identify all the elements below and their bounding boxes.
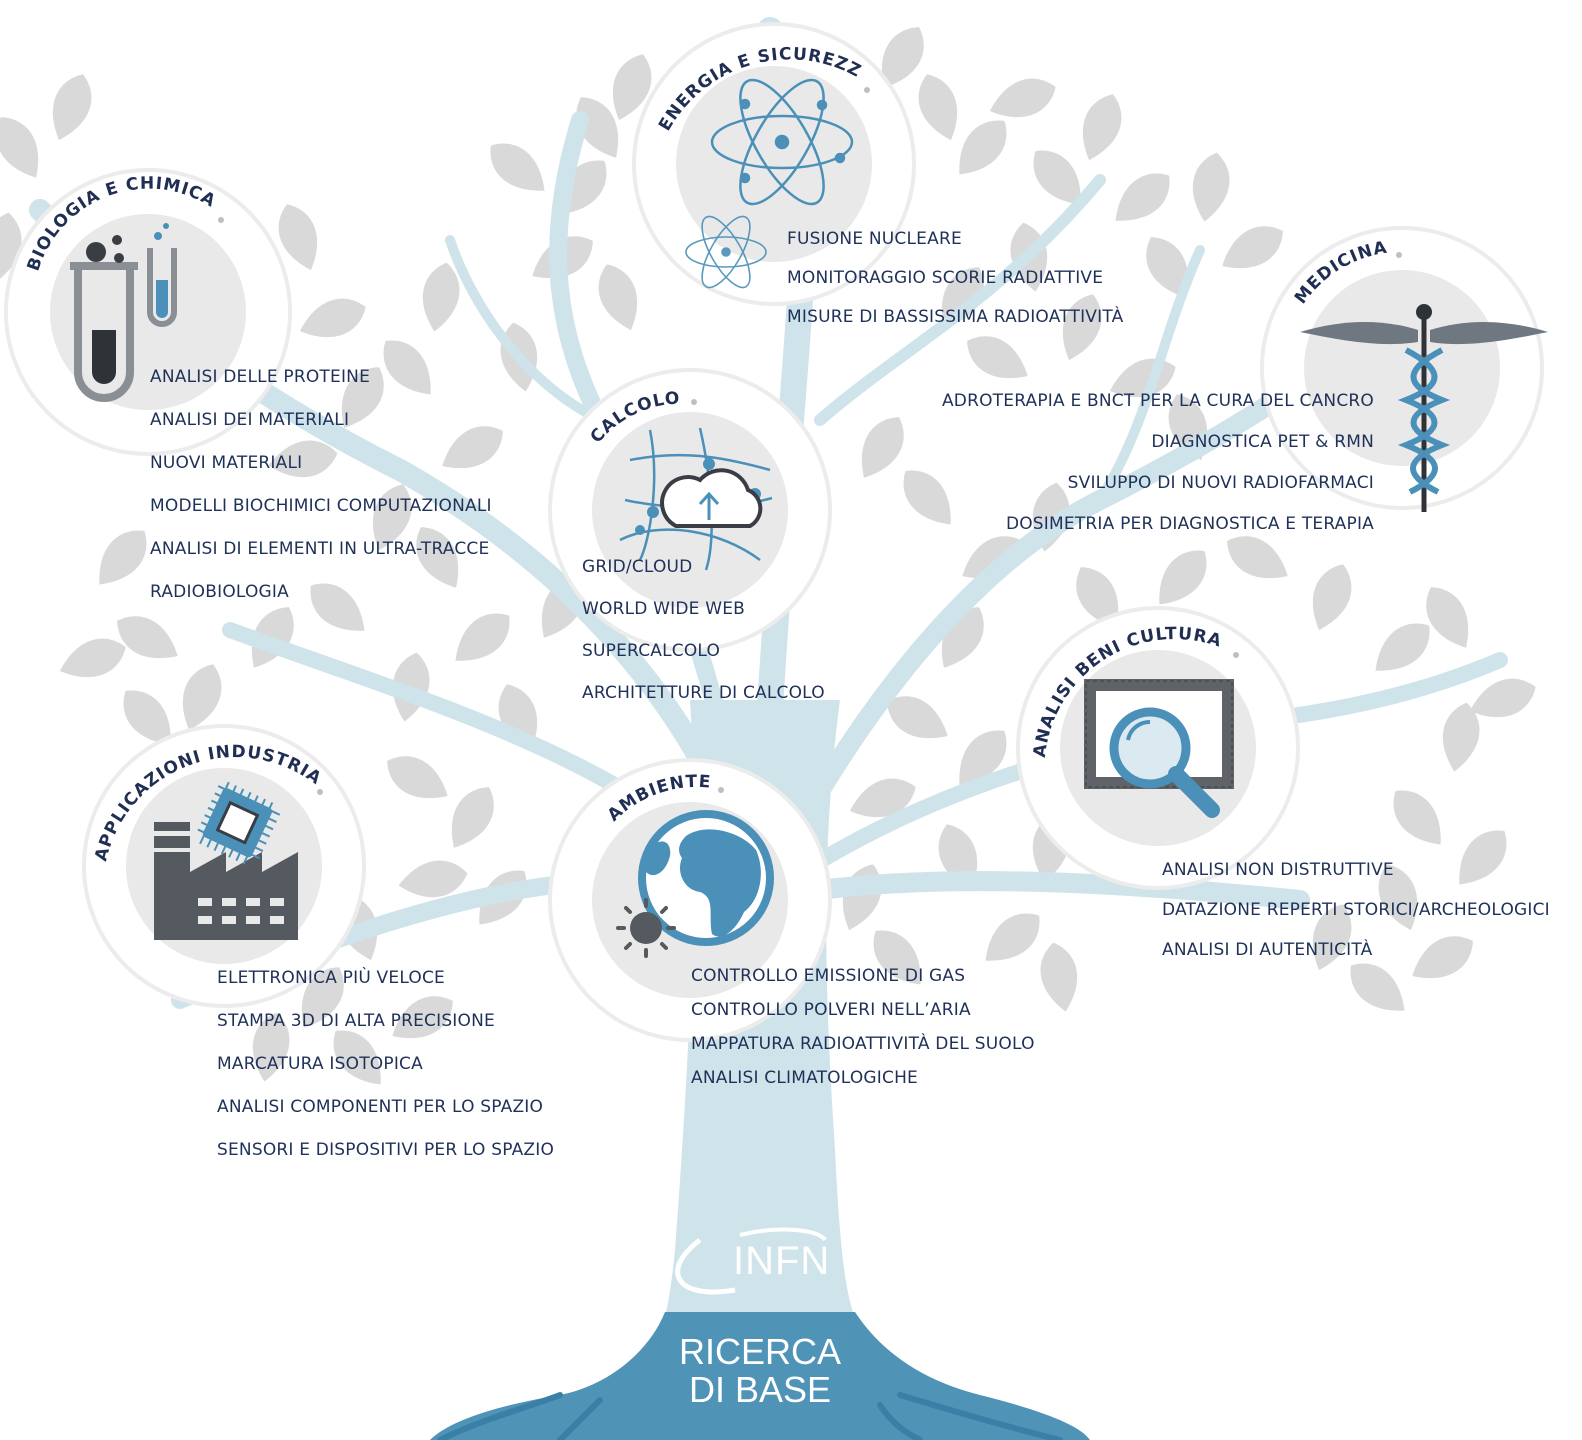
leaf bbox=[85, 519, 159, 597]
atom-icon bbox=[710, 78, 854, 206]
leaf bbox=[1072, 88, 1130, 167]
leaf bbox=[983, 70, 1062, 128]
list-beni: ANALISI NON DISTRUTTIVE DATAZIONE REPERTI… bbox=[1162, 850, 1550, 970]
list-item: MONITORAGGIO SCORIE RADIATTIVE bbox=[787, 268, 1104, 288]
small-atom-icon bbox=[685, 215, 767, 289]
root-label: RICERCA DI BASE bbox=[660, 1333, 860, 1409]
list-item: MARCATURA ISOTOPICA bbox=[217, 1054, 423, 1074]
list-item: DOSIMETRIA PER DIAGNOSTICA E TERAPIA bbox=[1005, 514, 1374, 534]
list-item: ANALISI DELLE PROTEINE bbox=[150, 367, 371, 387]
test-tubes-icon bbox=[70, 223, 177, 402]
list-item: MODELLI BIOCHIMICI COMPUTAZIONALI bbox=[150, 496, 492, 516]
list-item: NUOVI MATERIALI bbox=[150, 453, 303, 473]
leaf bbox=[1363, 611, 1441, 685]
leaf bbox=[108, 605, 187, 672]
list-item: STAMPA 3D DI ALTA PRECISIONE bbox=[217, 1011, 495, 1031]
list-item: MAPPATURA RADIOATTIVITÀ DEL SUOLO bbox=[691, 1034, 1035, 1054]
root-line-2: DI BASE bbox=[688, 1369, 832, 1410]
leaf bbox=[438, 778, 505, 857]
list-biologia: ANALISI DELLE PROTEINE ANALISI DEI MATERI… bbox=[150, 356, 492, 614]
list-item: ARCHITETTURE DI CALCOLO bbox=[582, 683, 825, 703]
list-item: CONTROLLO POLVERI NELL’ARIA bbox=[691, 1000, 971, 1020]
list-item: SENSORI E DISPOSITIVI PER LO SPAZIO bbox=[217, 1140, 555, 1160]
caduceus-icon bbox=[1300, 304, 1548, 512]
list-item: ANALISI NON DISTRUTTIVE bbox=[1162, 860, 1394, 880]
list-item: ANALISI COMPONENTI PER LO SPAZIO bbox=[217, 1097, 544, 1117]
leaf bbox=[53, 630, 132, 688]
leaf bbox=[1302, 558, 1360, 637]
leaf bbox=[1186, 149, 1235, 225]
list-item: ANALISI DEI MATERIALI bbox=[150, 410, 350, 430]
leaf bbox=[1035, 939, 1084, 1015]
root-line-1: RICERCA bbox=[678, 1331, 842, 1372]
list-item: GRID/CLOUD bbox=[582, 557, 693, 577]
list-industriali: ELETTRONICA PIÙ VELOCE STAMPA 3D DI ALTA … bbox=[217, 957, 554, 1172]
magnifier-frame-icon bbox=[1084, 679, 1234, 818]
leaf bbox=[479, 131, 557, 205]
leaf bbox=[293, 290, 372, 348]
leaf bbox=[42, 68, 100, 147]
globe-sun-icon bbox=[616, 810, 774, 958]
list-item: CONTROLLO EMISSIONE DI GAS bbox=[691, 966, 966, 986]
leaf bbox=[1145, 539, 1219, 617]
list-item: MISURE DI BASSISSIMA RADIOATTIVITÀ bbox=[787, 307, 1124, 327]
list-item: ELETTRONICA PIÙ VELOCE bbox=[217, 968, 445, 988]
list-ambiente: CONTROLLO EMISSIONE DI GAS CONTROLLO POLV… bbox=[691, 959, 1035, 1095]
list-item: RADIOBIOLOGIA bbox=[150, 582, 289, 602]
list-item: ANALISI CLIMATOLOGICHE bbox=[691, 1068, 918, 1088]
roots bbox=[437, 1392, 1063, 1440]
leaf bbox=[378, 745, 457, 812]
leaf bbox=[1381, 779, 1455, 857]
list-item: DIAGNOSTICA PET & RMN bbox=[1151, 432, 1374, 452]
leaf bbox=[0, 108, 52, 187]
list-item: DATAZIONE REPERTI STORICI/ARCHEOLOGICI bbox=[1162, 900, 1550, 920]
cloud-network-icon bbox=[619, 427, 773, 571]
list-item: SVILUPPO DI NUOVI RADIOFARMACI bbox=[1067, 473, 1374, 493]
list-medicina: ADROTERAPIA E BNCT PER LA CURA DEL CANCR… bbox=[942, 381, 1374, 545]
circle-medicina: MEDICINA bbox=[1260, 226, 1544, 510]
list-item: ANALISI DI ELEMENTI IN ULTRA-TRACCE bbox=[150, 539, 490, 559]
list-item: FUSIONE NUCLEARE bbox=[787, 229, 962, 249]
leaf bbox=[590, 258, 648, 337]
leaf bbox=[910, 68, 968, 147]
infn-swoosh bbox=[675, 1238, 736, 1295]
list-item: SUPERCALCOLO bbox=[582, 641, 721, 661]
list-item: ANALISI DI AUTENTICITÀ bbox=[1162, 940, 1373, 960]
infn-logo-text: INFN bbox=[733, 1239, 831, 1283]
factory-chip-icon bbox=[154, 781, 298, 940]
leaf bbox=[1213, 215, 1292, 282]
list-calcolo: GRID/CLOUD WORLD WIDE WEB SUPERCALCOLO ARCH… bbox=[582, 546, 825, 714]
list-item: ADROTERAPIA E BNCT PER LA CURA DEL CANCR… bbox=[941, 391, 1374, 411]
list-energia: FUSIONE NUCLEARE MONITORAGGIO SCORIE RADI… bbox=[787, 220, 1123, 337]
list-item: WORLD WIDE WEB bbox=[582, 599, 746, 619]
